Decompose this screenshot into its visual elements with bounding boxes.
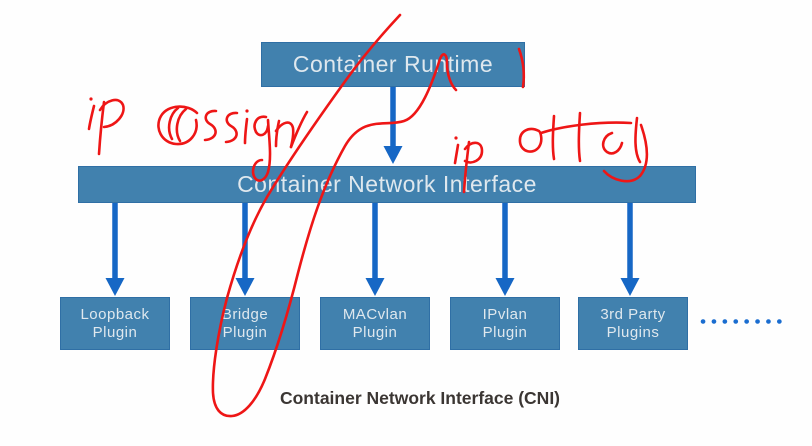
arrow-cni-to-bridge-icon bbox=[235, 203, 255, 296]
diagram-caption: Container Network Interface (CNI) bbox=[279, 388, 561, 408]
bridge-plugin-label: Bridge Plugin bbox=[221, 305, 269, 341]
ipvlan-plugin-label: IPvlan Plugin bbox=[482, 305, 528, 341]
arrow-cni-to-macvlan-icon bbox=[365, 203, 385, 296]
third-party-plugins-label: 3rd Party Plugins bbox=[600, 305, 666, 341]
plugin-box-loopback: Loopback Plugin bbox=[60, 297, 170, 350]
container-runtime-box: Container Runtime bbox=[261, 42, 525, 87]
plugin-box-ipvlan: IPvlan Plugin bbox=[450, 297, 560, 350]
arrow-cni-to-loopback-icon bbox=[105, 203, 125, 296]
arrow-cni-to-ipvlan-icon bbox=[495, 203, 515, 296]
loopback-plugin-label: Loopback Plugin bbox=[80, 305, 150, 341]
arrow-cni-to-3rd-party-icon bbox=[620, 203, 640, 296]
container-runtime-label: Container Runtime bbox=[292, 51, 494, 77]
container-network-interface-bar: Container Network Interface bbox=[78, 166, 696, 203]
plugin-box-bridge: Bridge Plugin bbox=[190, 297, 300, 350]
arrow-runtime-to-cni-icon bbox=[383, 87, 403, 164]
macvlan-plugin-label: MACvlan Plugin bbox=[342, 305, 408, 341]
container-network-interface-label: Container Network Interface bbox=[237, 171, 537, 197]
plugin-box-3rd-party: 3rd Party Plugins bbox=[578, 297, 688, 350]
plugin-box-macvlan: MACvlan Plugin bbox=[320, 297, 430, 350]
